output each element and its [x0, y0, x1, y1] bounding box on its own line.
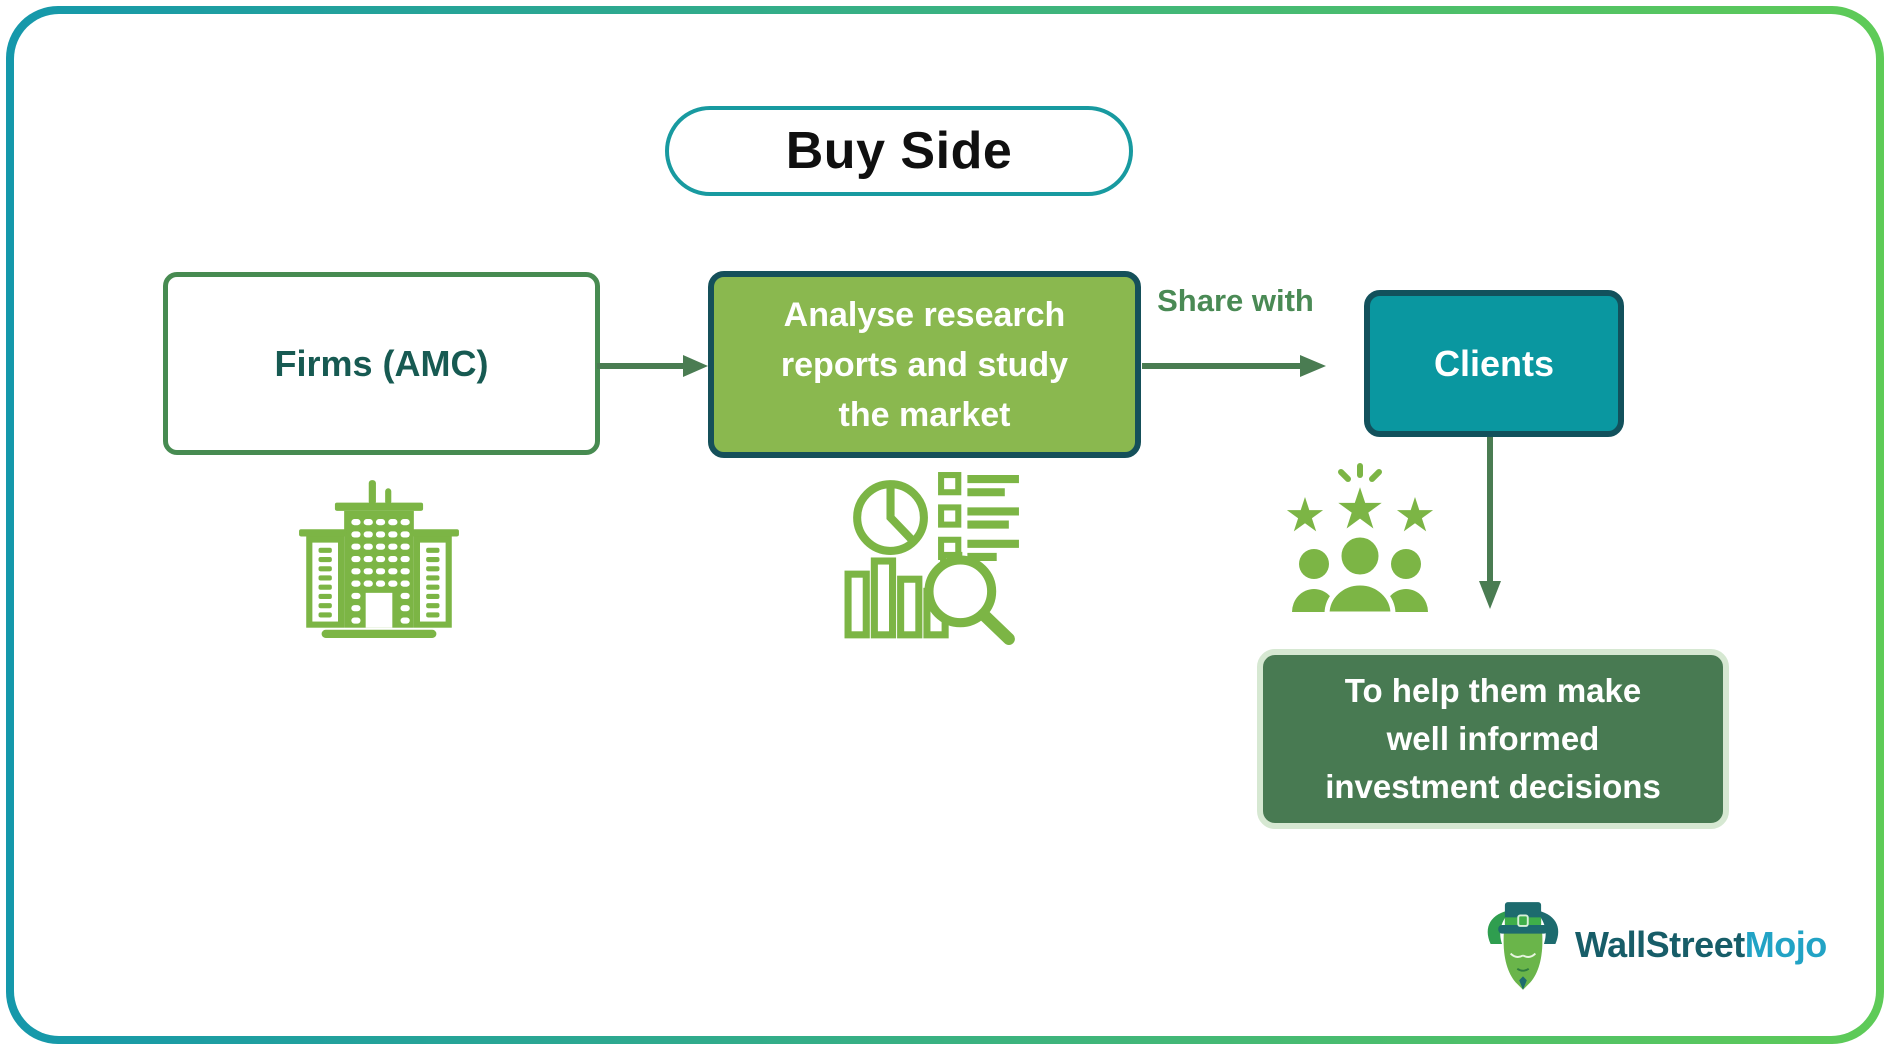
logo-text-mojo: Mojo: [1744, 924, 1827, 965]
title-pill: Buy Side: [665, 106, 1133, 196]
clients-box: Clients: [1364, 290, 1624, 437]
arrow-clients-to-outcome: [1479, 437, 1501, 609]
share-with-label: Share with: [1157, 283, 1314, 318]
analyse-box: Analyse research reports and study the m…: [708, 271, 1141, 458]
clients-label: Clients: [1433, 342, 1555, 384]
wallstreetmojo-logo: WallStreetMojo: [1483, 898, 1827, 992]
logo-wordmark: WallStreetMojo: [1575, 924, 1827, 966]
outcome-line-3: investment decisions: [1325, 768, 1661, 805]
research-analysis-icon: [844, 472, 1019, 645]
outcome-box: To help them make well informed investme…: [1257, 649, 1729, 829]
clients-group-stars-icon: [1286, 463, 1434, 617]
building-icon: [299, 480, 459, 638]
outcome-line-2: well informed: [1386, 720, 1600, 757]
analyse-line-2: reports and study: [780, 345, 1069, 384]
bull-mascot-icon: [1487, 902, 1559, 990]
logo-text-wallstreet: WallStreet: [1575, 924, 1745, 965]
analyse-line-1: Analyse research: [783, 295, 1066, 334]
outcome-line-1: To help them make: [1344, 672, 1642, 709]
page-title: Buy Side: [785, 122, 1013, 180]
firms-box: Firms (AMC): [163, 272, 600, 455]
arrow-firms-to-analyse: [597, 355, 708, 377]
arrow-analyse-to-clients: [1142, 355, 1326, 377]
analyse-line-3: the market: [838, 395, 1011, 434]
firms-label: Firms (AMC): [274, 342, 489, 384]
